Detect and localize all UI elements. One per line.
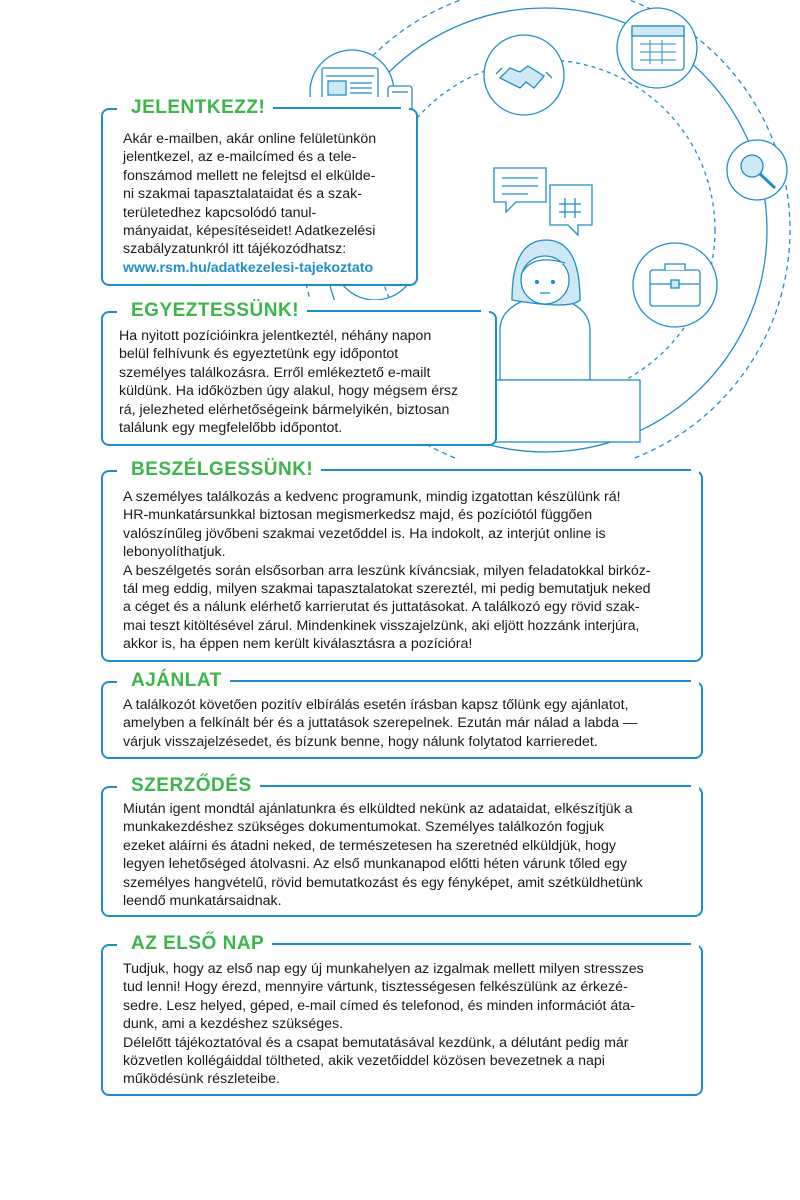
section-jelentkezz: JELENTKEZZ! Akár e-mailben, akár online … (101, 97, 418, 286)
section-egyeztessunk: EGYEZTESSÜNK! Ha nyitott pozícióinkra je… (101, 300, 497, 446)
section-body: Ha nyitott pozícióinkra jelentkeztél, né… (119, 328, 459, 437)
section-body: Akár e-mailben, akár online felületünkön… (123, 131, 377, 276)
section-ajanlat: AJÁNLAT A találkozót követően pozitív el… (101, 670, 703, 759)
section-body: Miután igent mondtál ajánlatunkra és elk… (123, 801, 643, 910)
magnifier-icon (726, 139, 788, 201)
privacy-policy-link[interactable]: www.rsm.hu/adatkezelesi-tajekoztato (123, 259, 374, 276)
hashtag-bubble-icon (549, 184, 593, 237)
section-body: A találkozót követően pozitív elbírálás … (123, 697, 638, 750)
section-elso-nap: AZ ELSŐ NAP Tudjuk, hogy az első nap egy… (101, 933, 703, 1096)
briefcase-icon (632, 242, 718, 328)
calendar-icon (616, 7, 698, 89)
handshake-icon (483, 34, 565, 116)
section-beszelgessunk: BESZÉLGESSÜNK! A személyes találkozás a … (101, 459, 703, 662)
section-title: BESZÉLGESSÜNK! (131, 459, 314, 480)
section-title: JELENTKEZZ! (131, 97, 266, 118)
section-body: Tudjuk, hogy az első nap egy új munkahel… (123, 961, 644, 1088)
section-body: A személyes találkozás a kedvenc program… (123, 489, 651, 653)
section-title: AZ ELSŐ NAP (131, 933, 265, 954)
chat-bubble-icon (493, 167, 547, 214)
section-szerzodes: SZERZŐDÉS Miután igent mondtál ajánlatun… (101, 775, 703, 917)
section-title: SZERZŐDÉS (131, 775, 252, 796)
section-title: AJÁNLAT (131, 670, 222, 691)
section-title: EGYEZTESSÜNK! (131, 300, 300, 321)
